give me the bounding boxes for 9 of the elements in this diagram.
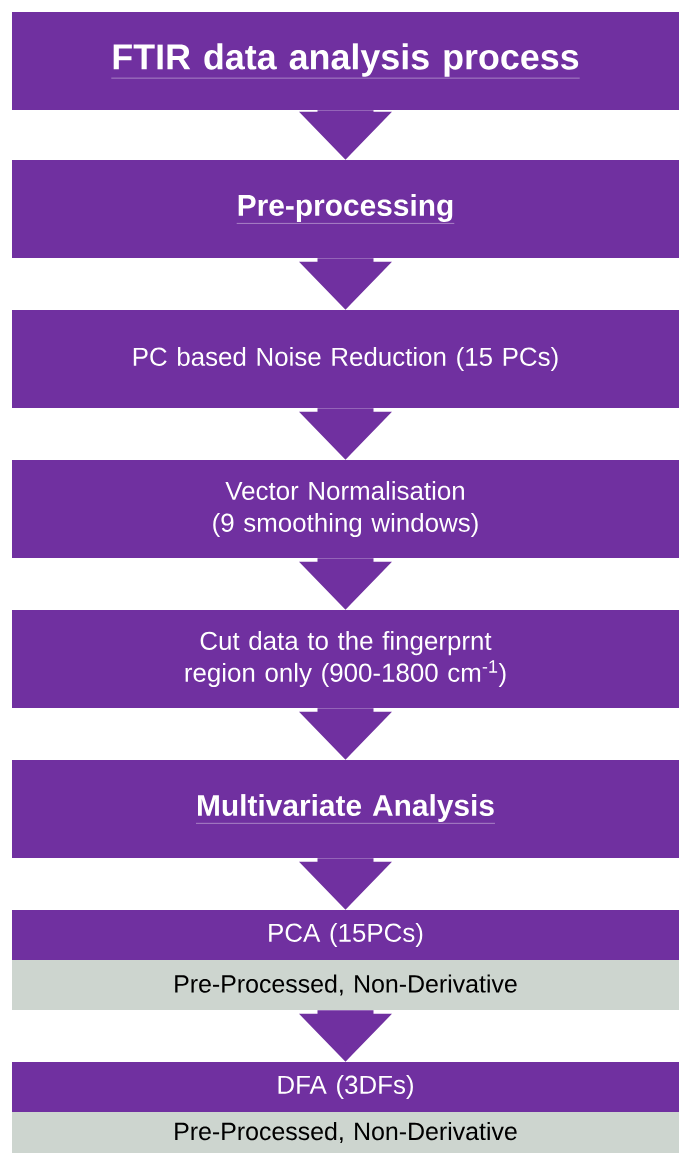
- note-band: Pre-Processed, Non-Derivative: [12, 960, 679, 1010]
- heading-box: Pre-processing: [12, 160, 679, 258]
- method-box: DFA (3DFs): [12, 1062, 679, 1112]
- heading-box: Multivariate Analysis: [12, 760, 679, 858]
- process-box: Vector Normalisation (9 smoothing windows): [12, 460, 679, 558]
- process-box: PC based Noise Reduction (15 PCs): [12, 310, 679, 408]
- note-band: Pre-Processed, Non-Derivative: [12, 1112, 679, 1153]
- process-box: Cut data to the fingerprnt region only (900-1800 cm$^{-1}$): [12, 610, 679, 708]
- method-box: PCA (15PCs): [12, 910, 679, 960]
